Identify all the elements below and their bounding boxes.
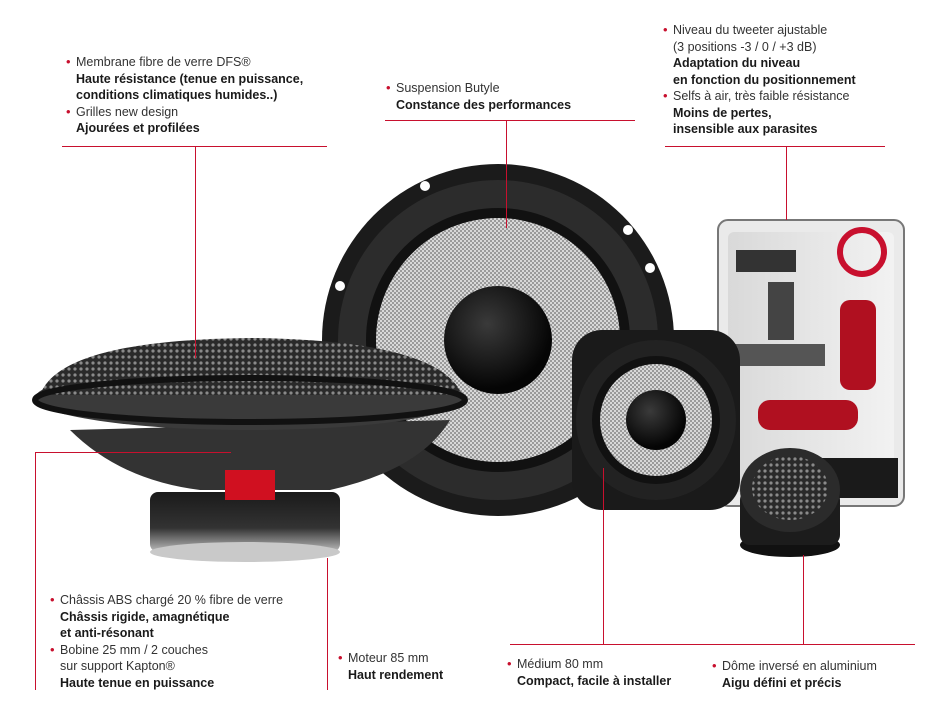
divider-top-center [385,120,635,121]
pointer-top-center [506,120,507,228]
callout-membrane: Membrane fibre de verre DFS® Haute résis… [66,54,303,137]
callout-item: Châssis ABS chargé 20 % fibre de verre C… [50,592,283,642]
callout-text: Châssis ABS chargé 20 % fibre de verre [60,593,284,607]
callout-text: Membrane fibre de verre DFS® [76,55,251,69]
callout-bold-text: en fonction du positionnement [673,72,856,87]
callout-bold-text: Moins de pertes, [673,105,772,120]
pointer-top-right [786,146,787,220]
pointer-top-left [195,146,196,358]
callout-item: Grilles new design Ajourées et profilées [66,104,303,137]
callout-text: Dôme inversé en aluminium [722,659,877,673]
pointer-bottom-left [35,452,36,690]
callout-bold-text: et anti-résonant [60,626,154,640]
callout-text: Niveau du tweeter ajustable [673,23,828,37]
callout-item: Suspension Butyle Constance des performa… [386,80,571,113]
midrange-speaker [572,330,740,510]
callout-tweeter-level: Niveau du tweeter ajustable (3 positions… [663,22,856,138]
callout-text: Médium 80 mm [517,657,604,671]
callout-bold-text: Haute résistance (tenue en puissance, [76,71,304,86]
callout-item: Moteur 85 mm Haut rendement [338,650,443,683]
woofer-grille-side [32,338,468,562]
callout-item: Dôme inversé en aluminium Aigu défini et… [712,658,877,691]
callout-dome: Dôme inversé en aluminium Aigu défini et… [712,658,877,691]
callout-motor: Moteur 85 mm Haut rendement [338,650,443,683]
pointer-bottom-tweeter [803,555,804,644]
pointer-bottom-medium [603,468,604,644]
callout-midrange: Médium 80 mm Compact, facile à installer [507,656,671,689]
callout-bold-text: insensible aux parasites [673,122,818,136]
pointer-bottom-motor [327,558,328,690]
callout-bold-text: Compact, facile à installer [517,673,672,688]
callout-text: sur support Kapton® [60,659,175,673]
callout-bold-text: Haute tenue en puissance [60,675,215,690]
callout-bold-text: Ajourées et profilées [76,121,200,135]
callout-text: Selfs à air, très faible résistance [673,89,850,103]
crossover-box [717,219,905,507]
callout-text: Bobine 25 mm / 2 couches [60,642,208,657]
callout-suspension: Suspension Butyle Constance des performa… [386,80,571,113]
callout-bold-text: Adaptation du niveau [673,56,801,70]
callout-chassis: Châssis ABS chargé 20 % fibre de verre C… [50,592,283,691]
callout-item: Médium 80 mm Compact, facile à installer [507,656,671,689]
callout-text: Suspension Butyle [396,81,500,95]
callout-bold-text: Aigu défini et précis [722,675,842,690]
callout-text: Moteur 85 mm [348,651,429,665]
callout-item: Niveau du tweeter ajustable (3 positions… [663,22,856,88]
divider-top-left [62,146,327,147]
callout-bold-text: Haut rendement [348,667,444,682]
callout-item: Selfs à air, très faible résistance Moin… [663,88,856,138]
divider-top-right [665,146,885,147]
divider-bottom-left [35,452,231,453]
tweeter [740,448,840,557]
callout-item: Membrane fibre de verre DFS® Haute résis… [66,54,303,104]
callout-item: Bobine 25 mm / 2 couches sur support Kap… [50,642,283,692]
callout-bold-text: conditions climatiques humides..) [76,88,278,102]
callout-text: Grilles new design [76,104,179,119]
callout-bold-text: Châssis rigide, amagnétique [60,609,230,624]
divider-bottom-right [510,644,915,645]
callout-text: (3 positions -3 / 0 / +3 dB) [673,39,817,54]
callout-bold-text: Constance des performances [396,97,572,112]
